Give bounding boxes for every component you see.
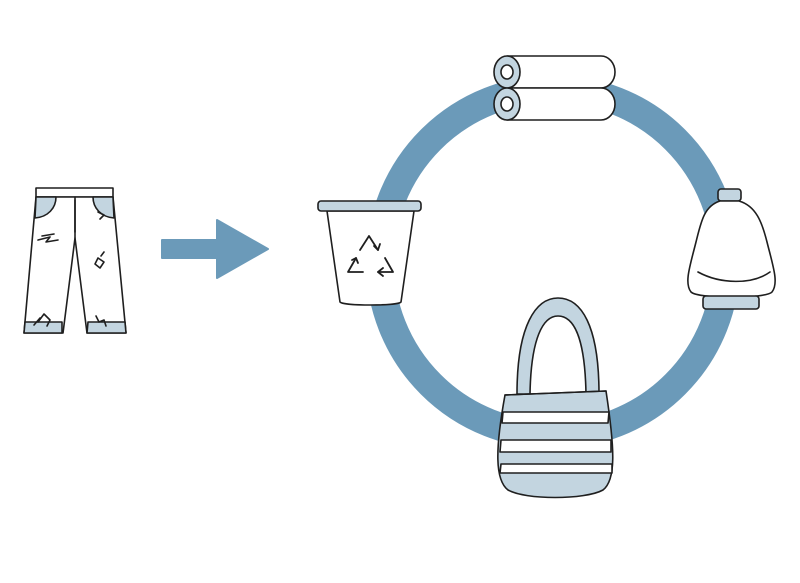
recycle-bin-icon (317, 200, 422, 306)
tote-bag-icon (497, 297, 614, 499)
yarn-cone-icon (687, 188, 776, 310)
recycle-symbol-icon (347, 235, 394, 277)
process-arrow (161, 219, 269, 279)
cycle-ring (366, 75, 740, 449)
torn-jeans-icon (23, 187, 127, 334)
fabric-rolls-icon (493, 55, 616, 121)
